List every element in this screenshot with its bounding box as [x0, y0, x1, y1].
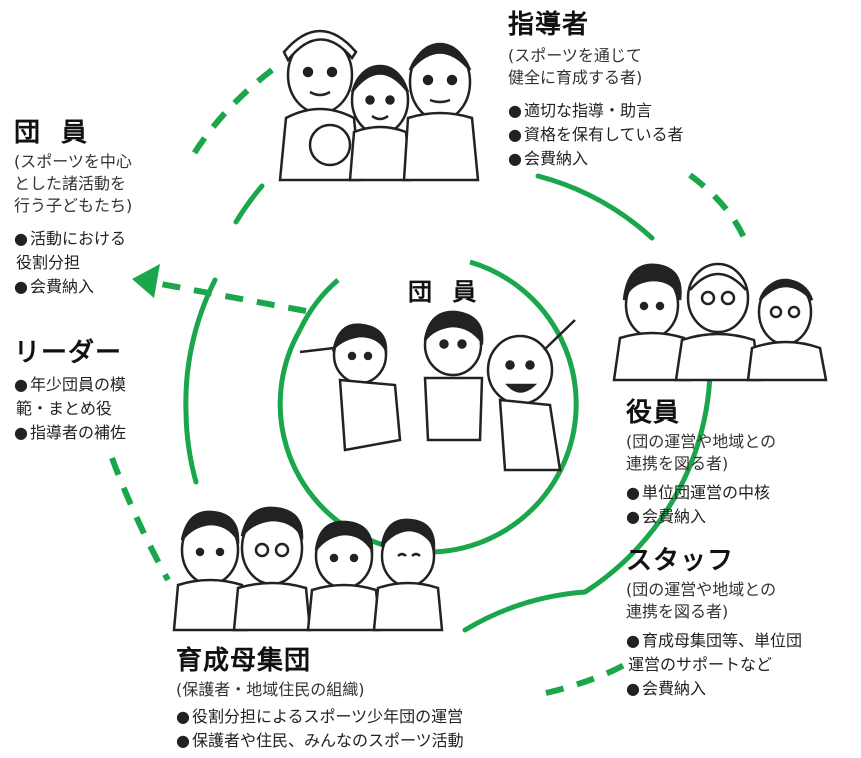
staff-bullets: 育成母集団等、単位団 運営のサポートなど 会費納入 [626, 629, 802, 701]
shidousha-block: 指導者 (スポーツを通じて 健全に育成する者) 適切な指導・助言 資格を保有して… [508, 4, 684, 171]
danin-bullets: 活動における 役割分担 会費納入 [14, 227, 132, 299]
ikusei-block: 育成母集団 (保護者・地域住民の組織) 役割分担によるスポーツ少年団の運営 保護… [176, 640, 464, 753]
coaches-illustration [278, 29, 480, 182]
danin-bullet: 会費納入 [14, 275, 132, 299]
dashed-links [109, 67, 748, 696]
ikusei-bullet: 役割分担によるスポーツ少年団の運営 [176, 705, 464, 729]
staff-desc-line: (団の運営や地域との [626, 580, 777, 599]
outer-arc-top-left-stub [233, 183, 265, 225]
shidousha-bullet: 適切な指導・助言 [508, 99, 684, 123]
officers-illustration [612, 262, 828, 382]
shidousha-bullet: 会費納入 [508, 147, 684, 171]
ikusei-desc: (保護者・地域住民の組織) [176, 679, 464, 701]
shidousha-bullet: 資格を保有している者 [508, 123, 684, 147]
kids-illustration [299, 310, 576, 472]
staff-desc: (団の運営や地域との 連携を図る者) [626, 579, 802, 623]
center-title: 団 員 [408, 278, 483, 306]
leader-bullet: 年少団員の模 [14, 373, 126, 397]
staff-title: スタッフ [626, 546, 735, 576]
dash-top-left [187, 67, 274, 162]
parents-illustration [172, 506, 444, 632]
shidousha-desc-line: (スポーツを通じて [508, 46, 642, 65]
arrowhead-to-danin [132, 264, 160, 298]
danin-bullet-cont: 役割分担 [16, 253, 81, 272]
yakuin-desc: (団の運営や地域との 連携を図る者) [626, 431, 776, 475]
outer-arc-left [183, 277, 218, 415]
leader-bullets: 年少団員の模 範・まとめ役 指導者の補佐 [14, 373, 126, 445]
dash-top-right [688, 172, 748, 242]
yakuin-bullet: 単位団運営の中核 [626, 481, 776, 505]
leader-block: リーダー 年少団員の模 範・まとめ役 指導者の補佐 [14, 332, 126, 445]
ikusei-title: 育成母集団 [176, 646, 312, 676]
staff-bullet-cont: 運営のサポートなど [628, 655, 773, 674]
leader-bullet: 指導者の補佐 [14, 421, 126, 445]
danin-desc: (スポーツを中心 とした諸活動を 行う子どもたち) [14, 151, 132, 217]
ikusei-desc-line: (保護者・地域住民の組織) [176, 680, 365, 699]
danin-title: 団 員 [14, 118, 94, 148]
dash-center-to-danin [149, 279, 307, 314]
yakuin-block: 役員 (団の運営や地域との 連携を図る者) 単位団運営の中核 会費納入 [626, 392, 776, 529]
danin-desc-line: とした諸活動を [14, 174, 127, 193]
danin-desc-line: (スポーツを中心 [14, 152, 132, 171]
dash-left-low [109, 456, 171, 582]
danin-desc-line: 行う子どもたち) [14, 196, 133, 215]
yakuin-title: 役員 [626, 398, 681, 428]
inner-arc-main [277, 259, 579, 555]
ikusei-bullets: 役割分担によるスポーツ少年団の運営 保護者や住民、みんなのスポーツ活動 [176, 705, 464, 753]
yakuin-desc-line: 連携を図る者) [626, 454, 729, 473]
outer-arc-top-right [535, 173, 655, 241]
shidousha-title: 指導者 [508, 10, 590, 40]
yakuin-bullets: 単位団運営の中核 会費納入 [626, 481, 776, 529]
danin-block: 団 員 (スポーツを中心 とした諸活動を 行う子どもたち) 活動における 役割分… [14, 112, 132, 299]
outer-arc-left-low [183, 409, 199, 485]
staff-block: スタッフ (団の運営や地域との 連携を図る者) 育成母集団等、単位団 運営のサポ… [626, 540, 802, 701]
ikusei-bullet: 保護者や住民、みんなのスポーツ活動 [176, 729, 464, 753]
yakuin-desc-line: (団の運営や地域との [626, 432, 777, 451]
leader-bullet-cont: 範・まとめ役 [16, 399, 113, 418]
staff-desc-line: 連携を図る者) [626, 602, 729, 621]
yakuin-bullet: 会費納入 [626, 505, 776, 529]
dash-bottom-right [545, 657, 635, 696]
leader-title: リーダー [14, 338, 123, 368]
shidousha-bullets: 適切な指導・助言 資格を保有している者 会費納入 [508, 99, 684, 171]
shidousha-desc: (スポーツを通じて 健全に育成する者) [508, 45, 684, 89]
danin-bullet: 活動における [14, 227, 132, 251]
outer-arc-bottom [462, 589, 588, 633]
inner-ring [277, 259, 579, 555]
staff-bullet: 育成母集団等、単位団 [626, 629, 802, 653]
inner-arc-join [297, 278, 340, 332]
shidousha-desc-line: 健全に育成する者) [508, 68, 643, 87]
staff-bullet: 会費納入 [626, 677, 802, 701]
